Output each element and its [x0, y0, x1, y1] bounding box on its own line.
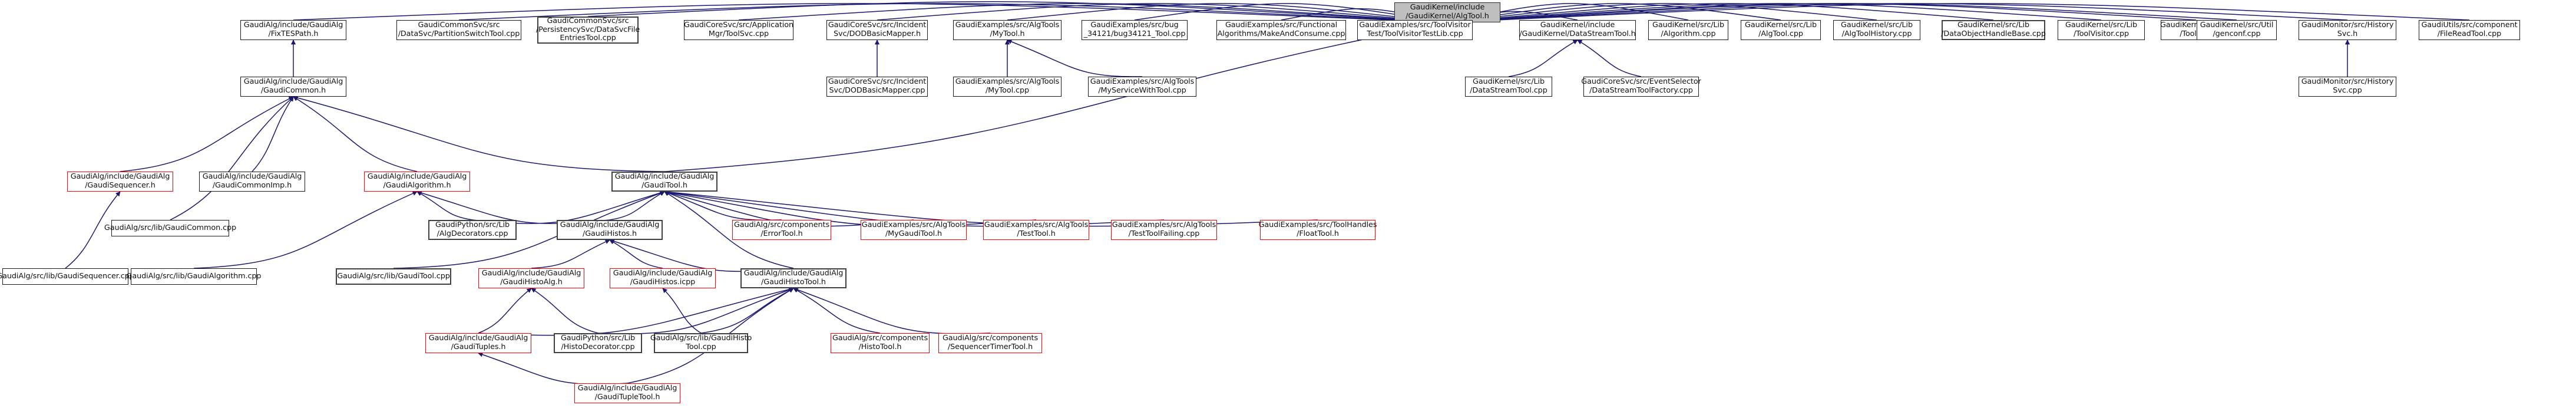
graph-edge: [664, 21, 1448, 172]
graph-edge: [1577, 40, 1642, 77]
graph-node-gaudisequencerh[interactable]: GaudiAlg/include/GaudiAlg /GaudiSequence…: [67, 172, 173, 192]
graph-node-gaudituptoolh[interactable]: GaudiAlg/include/GaudiAlg /GaudiTupleToo…: [574, 383, 680, 403]
graph-edge: [531, 239, 610, 269]
graph-node-sequencertimertoolh[interactable]: GaudiAlg/src/components /SequencerTimerT…: [938, 333, 1042, 353]
graph-node-gaudicommonimph[interactable]: GaudiAlg/include/GaudiAlg /GaudiCommonIm…: [199, 172, 305, 192]
graph-node-errortoolh[interactable]: GaudiAlg/src/components /ErrorTool.h: [732, 220, 831, 240]
graph-edge: [664, 190, 782, 221]
graph-node-datastreamtoolfactory[interactable]: GaudiCoreSvc/src/EventSelector /DataStre…: [1581, 77, 1701, 97]
graph-node-testtoolh[interactable]: GaudiExamples/src/AlgTools /TestTool.h: [983, 220, 1089, 240]
graph-node-mytoolcpp[interactable]: GaudiExamples/src/AlgTools /MyTool.cpp: [953, 77, 1062, 97]
graph-edge: [1508, 40, 1578, 77]
graph-node-genconfcpp[interactable]: GaudiKernel/src/Util /genconf.cpp: [2197, 20, 2277, 40]
graph-node-histotoolh[interactable]: GaudiAlg/src/components /HistoTool.h: [831, 333, 930, 353]
graph-node-algorithmcpp[interactable]: GaudiKernel/src/Lib /Algorithm.cpp: [1648, 20, 1728, 40]
graph-node-root[interactable]: GaudiKernel/include /GaudiKernel/AlgTool…: [1394, 2, 1500, 22]
graph-edge: [478, 288, 532, 334]
graph-node-filereadtoolcpp[interactable]: GaudiUtils/src/component /FileReadTool.c…: [2419, 20, 2520, 40]
graph-node-myservicewithtool[interactable]: GaudiExamples/src/AlgTools /MyServiceWit…: [1088, 77, 1196, 97]
graph-node-mytoolh[interactable]: GaudiExamples/src/AlgTools /MyTool.h: [953, 20, 1062, 40]
graph-edge: [664, 190, 1037, 227]
graph-edge: [293, 96, 418, 172]
graph-node-gaudisequencercpp[interactable]: GaudiAlg/src/lib/GaudiSequencer.cpp: [0, 268, 134, 285]
graph-node-makeandconsume[interactable]: GaudiExamples/src/Functional Algorithms/…: [1216, 20, 1346, 40]
graph-node-toolsvccpp[interactable]: GaudiCoreSvc/src/Application Mgr/ToolSvc…: [684, 20, 793, 40]
graph-node-algtoolcpp[interactable]: GaudiKernel/src/Lib /AlgTool.cpp: [1741, 20, 1821, 40]
graph-node-historysvccpp[interactable]: GaudiMonitor/src/History Svc.cpp: [2299, 77, 2396, 97]
graph-edge: [1007, 39, 1143, 77]
graph-node-dataobjecthandlebase[interactable]: GaudiKernel/src/Lib /DataObjectHandleBas…: [1941, 20, 2046, 40]
graph-node-datastreamtoolh[interactable]: GaudiKernel/include /GaudiKernel/DataStr…: [1519, 20, 1636, 40]
graph-edge: [597, 287, 794, 334]
graph-edge: [293, 95, 665, 172]
graph-edge: [478, 287, 794, 336]
graph-node-testtoolfailingcpp[interactable]: GaudiExamples/src/AlgTools /TestToolFail…: [1111, 220, 1217, 240]
graph-edge: [587, 1, 1448, 25]
graph-node-algtoolhistorycpp[interactable]: GaudiKernel/src/Lib /AlgToolHistory.cpp: [1833, 20, 1920, 40]
graph-node-histodecoratorcpp[interactable]: GaudiPython/src/Lib /HistoDecorator.cpp: [554, 333, 642, 353]
graph-node-partitionswitchcpp[interactable]: GaudiCommonSvc/src /DataSvc/PartitionSwi…: [396, 20, 521, 40]
graph-node-fixtespath[interactable]: GaudiAlg/include/GaudiAlg /FixTESPath.h: [240, 20, 346, 40]
graph-node-gaudihistosh[interactable]: GaudiAlg/include/GaudiAlg /GaudiHistos.h: [557, 220, 663, 240]
graph-node-gaudialgorithmh[interactable]: GaudiAlg/include/GaudiAlg /GaudiAlgorith…: [364, 172, 470, 192]
graph-node-historysvch[interactable]: GaudiMonitor/src/History Svc.h: [2299, 20, 2396, 40]
graph-node-bug34121tool[interactable]: GaudiExamples/src/bug _34121/bug34121_To…: [1082, 20, 1188, 40]
graph-node-dodbasicmappercpp[interactable]: GaudiCoreSvc/src/Incident Svc/DODBasicMa…: [826, 77, 928, 97]
graph-node-floattoolh[interactable]: GaudiExamples/src/ToolHandles /FloatTool…: [1259, 220, 1377, 240]
graph-edge: [609, 239, 663, 269]
graph-edge: [531, 288, 598, 334]
graph-node-mygauditoolh[interactable]: GaudiExamples/src/AlgTools /MyGaudiTool.…: [861, 220, 967, 240]
graph-edge: [609, 191, 665, 221]
graph-edge: [793, 287, 991, 334]
graph-node-gaudihistotoolcpp[interactable]: GaudiAlg/src/lib/GaudiHisto Tool.cpp: [650, 333, 752, 353]
graph-edge: [416, 190, 610, 224]
graph-node-gaudituplesh[interactable]: GaudiAlg/include/GaudiAlg /GaudiTuples.h: [425, 333, 531, 353]
graph-edge: [793, 288, 881, 334]
graph-node-dodbasicmapperh[interactable]: GaudiCoreSvc/src/Incident Svc/DODBasicMa…: [826, 20, 928, 40]
graph-node-toolvisitortestlib[interactable]: GaudiExamples/src/ToolVisitor Test/ToolV…: [1357, 20, 1473, 40]
graph-node-datasvcfileentries[interactable]: GaudiCommonSvc/src /PersistencySvc/DataS…: [535, 16, 640, 44]
graph-node-gauditoolh[interactable]: GaudiAlg/include/GaudiAlg /GaudiTool.h: [611, 172, 717, 192]
graph-edge: [662, 288, 702, 334]
graph-node-toolvisitorcpp[interactable]: GaudiKernel/src/Lib /ToolVisitor.cpp: [2058, 20, 2145, 40]
graph-node-algdecoratorscpp[interactable]: GaudiPython/src/Lib /AlgDecorators.cpp: [428, 220, 517, 240]
graph-edge: [609, 239, 794, 272]
graph-node-gaudihistotoolh[interactable]: GaudiAlg/include/GaudiAlg /GaudiHistoToo…: [740, 268, 846, 288]
graph-node-gaudicommoncpp[interactable]: GaudiAlg/src/lib/GaudiCommon.cpp: [104, 220, 236, 236]
graph-node-gauditoolcpp[interactable]: GaudiAlg/src/lib/GaudiTool.cpp: [336, 268, 451, 285]
graph-edge: [120, 96, 294, 172]
graph-edge: [170, 96, 294, 221]
graph-node-gaudihistosicpp[interactable]: GaudiAlg/include/GaudiAlg /GaudiHistos.i…: [610, 268, 716, 288]
graph-edge: [416, 191, 473, 221]
graph-edge: [472, 190, 665, 224]
graph-edge: [478, 352, 628, 385]
graph-node-gaudialgorithmcpp[interactable]: GaudiAlg/src/lib/GaudiAlgorithm.cpp: [127, 268, 262, 285]
graph-edge: [252, 96, 294, 172]
graph-edge: [700, 288, 794, 334]
graph-node-gaudicommonh[interactable]: GaudiAlg/include/GaudiAlg /GaudiCommon.h: [240, 77, 346, 97]
graph-node-gaudihistoalgh[interactable]: GaudiAlg/include/GaudiAlg /GaudiHistoAlg…: [478, 268, 584, 288]
graph-node-datastreamtoolcpp[interactable]: GaudiKernel/src/Lib /DataStreamTool.cpp: [1465, 77, 1552, 97]
